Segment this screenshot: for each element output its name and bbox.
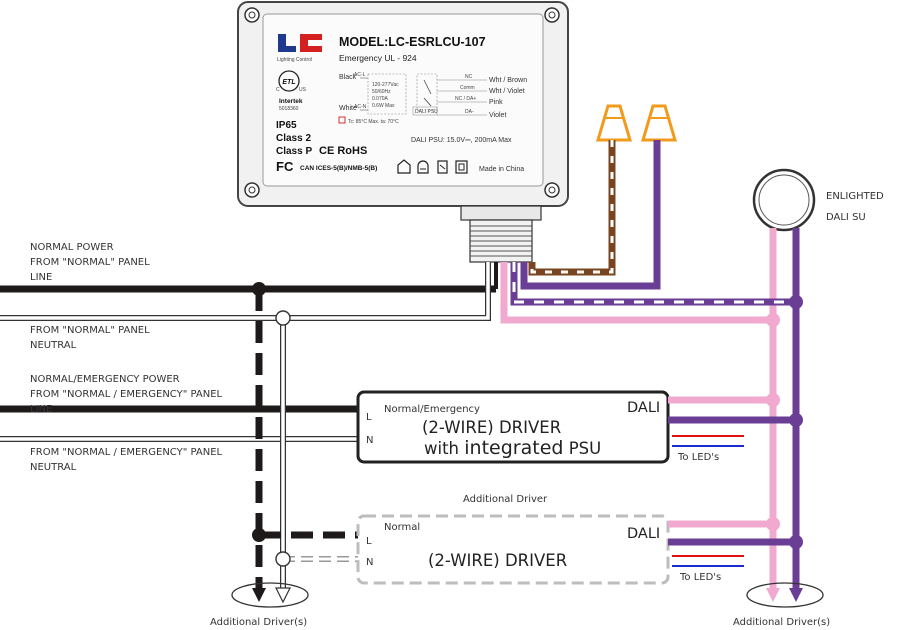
- additional-drivers-right: Additional Driver(s): [733, 617, 830, 628]
- screw-icon: [244, 182, 260, 198]
- wire-nut-icon: [595, 104, 633, 142]
- lc-logo: Lighting Control: [277, 34, 322, 63]
- screw-icon: [544, 182, 560, 198]
- from-ne-panel-label: FROM "NORMAL / EMERGENCY" PANEL: [30, 389, 223, 400]
- svg-text:US: US: [299, 87, 307, 93]
- driver1-l: L: [366, 412, 372, 423]
- line-label: LINE: [30, 272, 52, 283]
- intertek-number: 5018360: [279, 106, 299, 112]
- normal-power-label: NORMAL POWER: [30, 242, 114, 253]
- from-normal-panel-label: FROM "NORMAL" PANEL: [30, 257, 150, 268]
- additional-drivers-left: Additional Driver(s): [210, 617, 307, 628]
- additional-drivers-ellipse: [231, 582, 309, 608]
- ne-power-label: NORMAL/EMERGENCY POWER: [30, 374, 180, 385]
- white-label: White: [339, 105, 357, 112]
- made-in: Made in China: [479, 166, 524, 173]
- model-subtitle: Emergency UL - 924: [339, 53, 417, 63]
- arrow-down-icon: [766, 588, 803, 602]
- dali-psu-spec: DALI PSU: 15.0V⎓, 200mA Max: [411, 137, 512, 144]
- driver2-mode: Normal: [384, 522, 420, 533]
- model-name: MODEL:LC-ESRLCU-107: [339, 35, 486, 49]
- wire-wht-violet: Wht / Violet: [489, 88, 525, 95]
- driver2-l: L: [366, 536, 372, 547]
- junction-dot: [252, 282, 266, 296]
- junction-dot: [766, 517, 780, 531]
- from-normal-panel-neutral-label: FROM "NORMAL" PANEL: [30, 325, 150, 336]
- additional-driver-label: Additional Driver: [463, 494, 548, 505]
- fc-mark: FC: [276, 159, 294, 174]
- etl-mark: ETL C US: [276, 70, 307, 93]
- driver2-n: N: [366, 557, 373, 568]
- enlighted-label-2: DALI SU: [826, 212, 866, 223]
- wire-pink: Pink: [489, 99, 503, 106]
- svg-text:120-277Vac: 120-277Vac: [372, 82, 399, 88]
- line2-label: LINE: [30, 404, 52, 415]
- driver1-mode: Normal/Emergency: [384, 404, 480, 415]
- driver-normal: Normal L N (2-WIRE) DRIVER DALI: [356, 514, 670, 585]
- square-icon: [455, 160, 468, 174]
- driver2-to-leds: To LED's: [679, 572, 721, 583]
- driver1-subtitle: with integrated PSU: [424, 437, 601, 459]
- driver2-dali: DALI: [627, 526, 660, 542]
- screw-icon: [544, 7, 560, 23]
- additional-drivers-ellipse: [746, 582, 824, 608]
- intertek-label: Intertek: [279, 98, 303, 105]
- svg-text:ETL: ETL: [282, 79, 295, 86]
- junction-dot: [252, 528, 266, 542]
- svg-text:AC-N: AC-N: [354, 104, 367, 110]
- from-ne-panel-neutral-label: FROM "NORMAL / EMERGENCY" PANEL: [30, 447, 223, 458]
- temp-rating: Tc: 85°C Max. ta: 70°C: [348, 119, 399, 125]
- neutral-label: NEUTRAL: [30, 340, 77, 351]
- driver1-dali: DALI: [627, 400, 660, 416]
- driver1-n: N: [366, 435, 373, 446]
- neutral2-label: NEUTRAL: [30, 462, 77, 473]
- ip-rating: IP65: [276, 120, 297, 131]
- junction-dot: [789, 295, 803, 309]
- svg-text:50/60Hz: 50/60Hz: [372, 89, 391, 95]
- pink-wire: [500, 262, 773, 324]
- screw-icon: [244, 7, 260, 23]
- temp-warning-icon: [338, 116, 346, 124]
- driver2-title: (2-WIRE) DRIVER: [428, 551, 567, 570]
- class-2: Class 2: [276, 133, 311, 144]
- controller-unit: Lighting Control MODEL:LC-ESRLCU-107 Eme…: [237, 1, 569, 263]
- driver1-title: (2-WIRE) DRIVER: [422, 418, 561, 437]
- ce-rohs: CE RoHS: [319, 145, 367, 157]
- enlighted-label-1: ENLIGHTED: [826, 191, 884, 202]
- junction-dot: [766, 393, 780, 407]
- wht-violet-wire: [520, 140, 661, 290]
- junction-dot: [766, 313, 780, 327]
- junction-dot: [789, 413, 803, 427]
- wire-nut-icon: [640, 104, 678, 142]
- svg-text:Comm: Comm: [460, 85, 475, 91]
- svg-text:C: C: [276, 87, 280, 93]
- house-icon: [397, 159, 411, 174]
- svg-text:0.070A: 0.070A: [372, 96, 389, 102]
- can-ices: CAN ICES-5(B)/NMB-5(B): [300, 165, 377, 172]
- svg-text:DA-: DA-: [465, 109, 474, 115]
- wire-wht-brown: Wht / Brown: [489, 77, 527, 84]
- svg-text:DALI PSU: DALI PSU: [415, 109, 438, 115]
- svg-text:NC: NC: [465, 74, 473, 80]
- junction-dot: [789, 535, 803, 549]
- svg-text:0.6W Max: 0.6W Max: [372, 103, 395, 109]
- black-label: Black: [339, 74, 357, 81]
- bin-icon: [437, 160, 448, 174]
- dome-icon: [417, 160, 429, 174]
- enlighted-sensor: [752, 168, 816, 232]
- svg-text:AC-L: AC-L: [354, 72, 366, 78]
- driver1-to-leds: To LED's: [677, 452, 719, 463]
- conduit-fitting: [460, 205, 542, 263]
- wire-violet: Violet: [489, 112, 506, 119]
- class-p: Class P: [276, 146, 312, 157]
- driver-normal-emergency: Normal/Emergency L N (2-WIRE) DRIVER wit…: [356, 390, 670, 464]
- junction-open: [275, 551, 291, 567]
- logo-text: Lighting Control: [277, 57, 312, 63]
- junction-open: [275, 310, 291, 326]
- svg-text:NC / DA+: NC / DA+: [455, 96, 476, 102]
